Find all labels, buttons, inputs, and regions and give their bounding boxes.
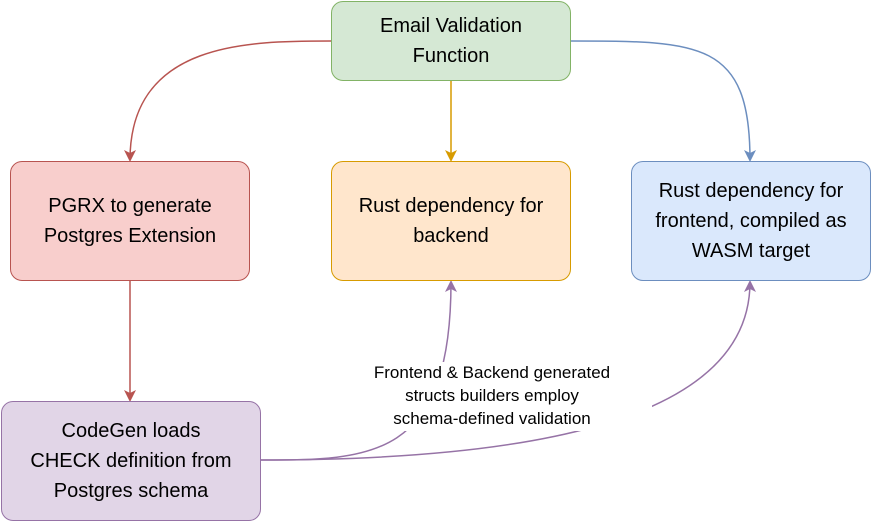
edge-label-generated-structs: Frontend & Backend generated structs bui… — [332, 362, 652, 431]
edge-email-to-frontend — [570, 40, 756, 162]
node-email-validation[interactable]: Email Validation Function — [331, 1, 571, 81]
node-frontend-label: Rust dependency for frontend, compiled a… — [655, 180, 847, 262]
node-codegen-label: CodeGen loads CHECK definition from Post… — [30, 420, 232, 502]
node-backend-label: Rust dependency for backend — [358, 195, 544, 247]
node-email-validation-label: Email Validation Function — [380, 15, 522, 67]
node-frontend[interactable]: Rust dependency for frontend, compiled a… — [631, 161, 871, 281]
node-codegen[interactable]: CodeGen loads CHECK definition from Post… — [1, 401, 261, 521]
node-pgrx-label: PGRX to generate Postgres Extension — [43, 195, 217, 247]
node-backend[interactable]: Rust dependency for backend — [331, 161, 571, 281]
edge-email-to-pgrx — [124, 40, 332, 162]
node-pgrx[interactable]: PGRX to generate Postgres Extension — [10, 161, 250, 281]
